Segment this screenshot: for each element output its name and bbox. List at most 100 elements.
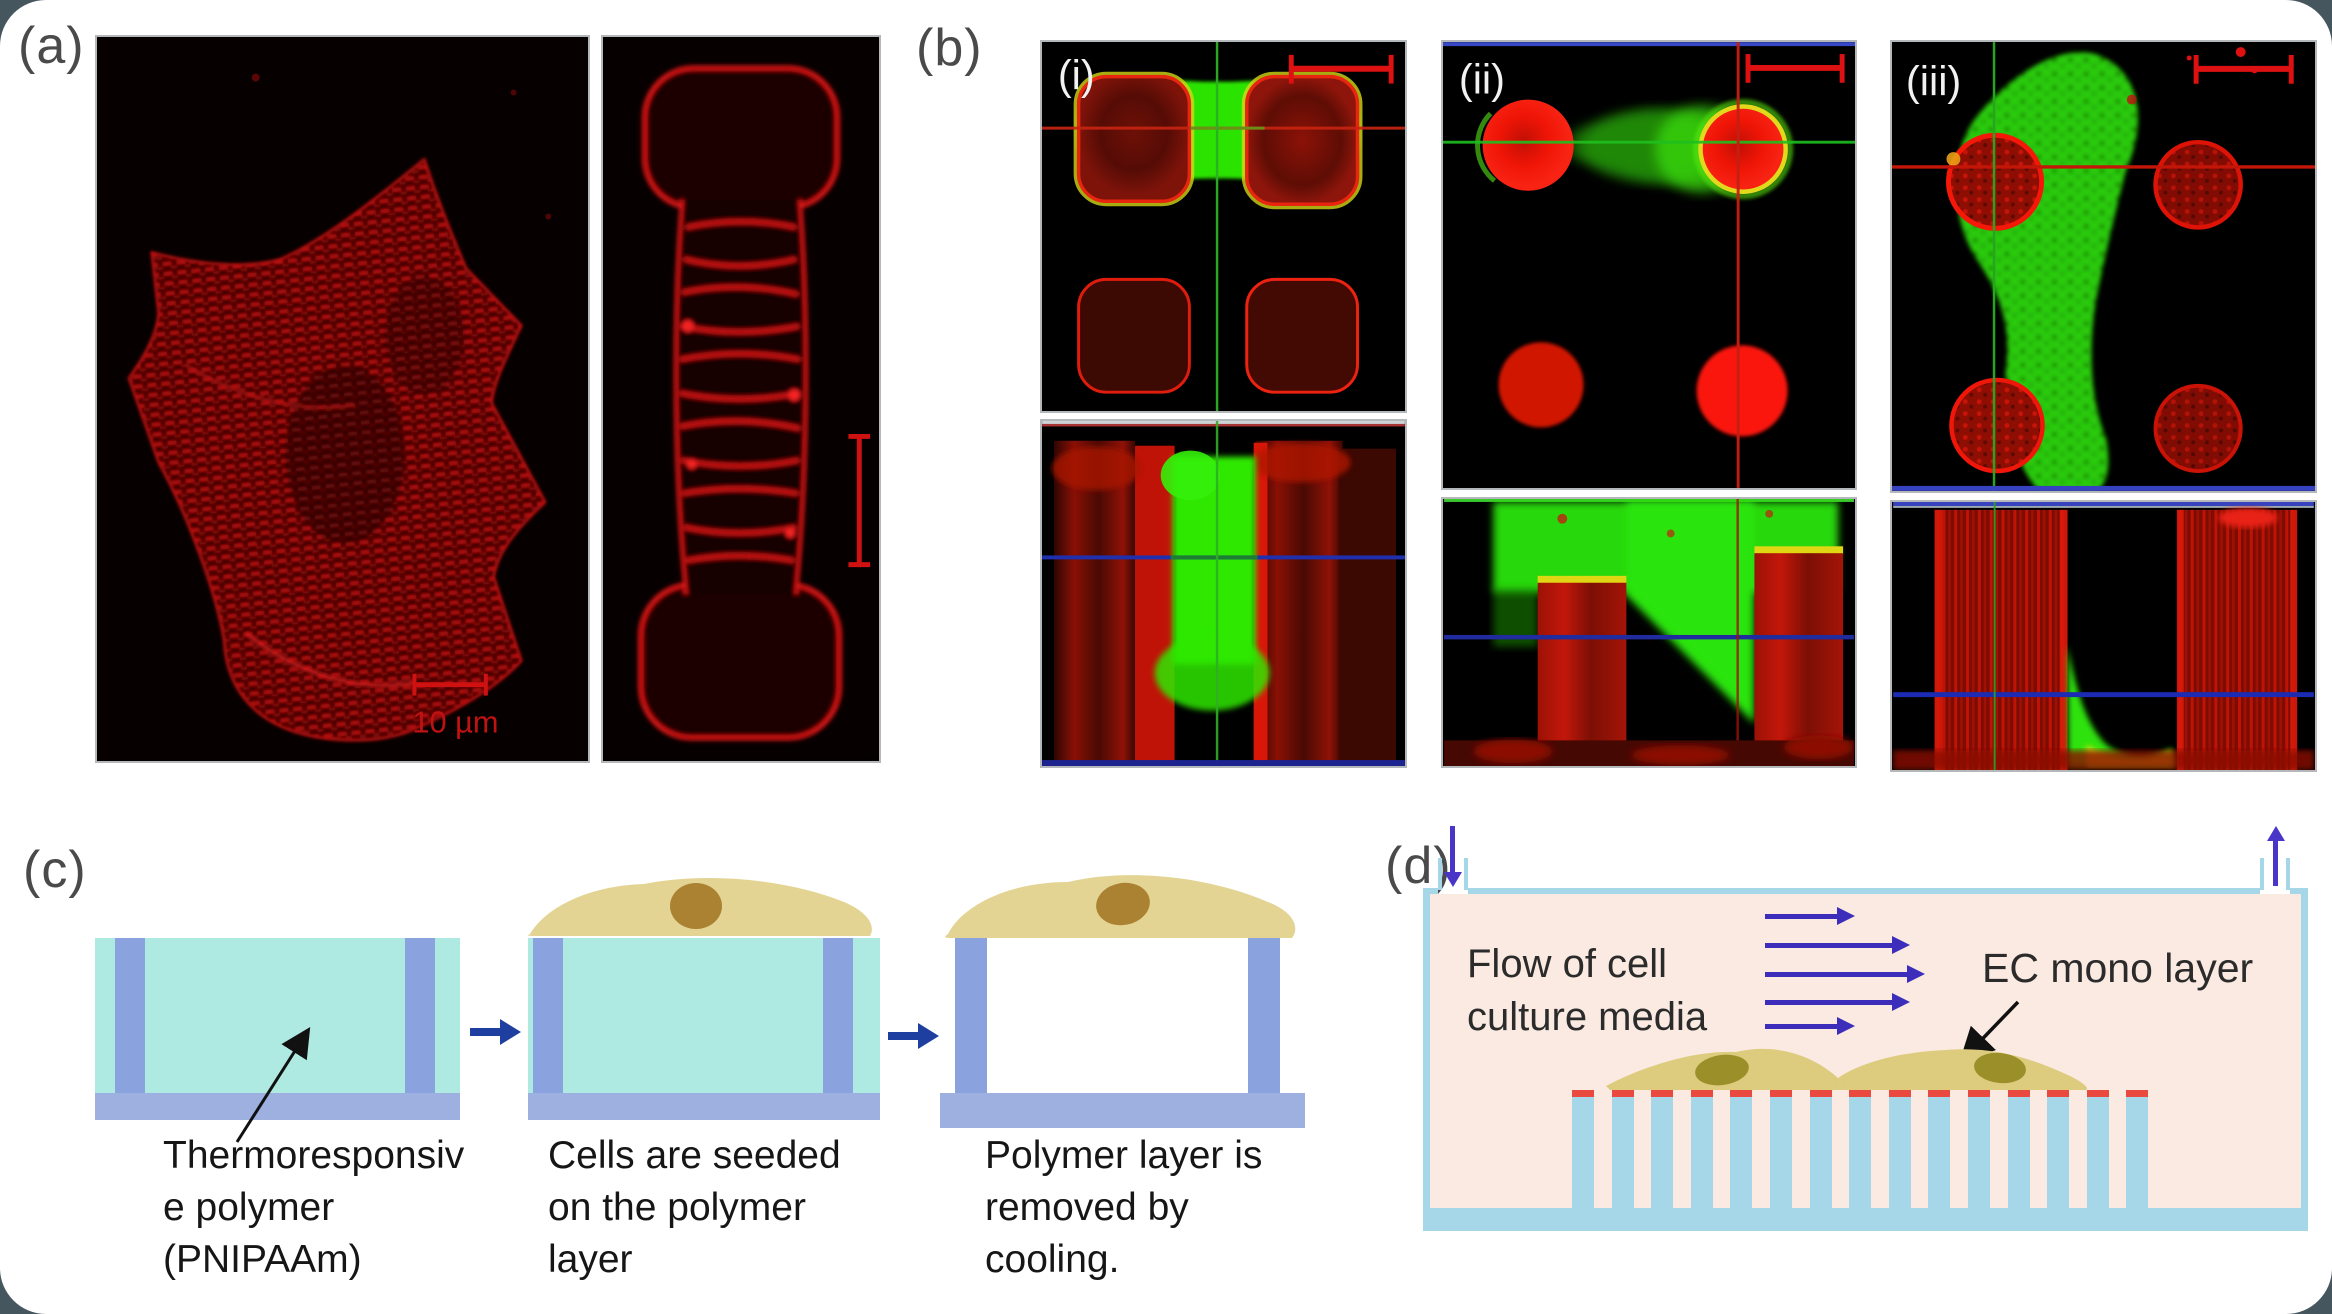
micropillar (1690, 1097, 1713, 1208)
caption-line: Cells are seeded (548, 1134, 841, 1177)
polymer-layer (528, 938, 880, 1093)
pillar-cap-yellow-left (1537, 575, 1627, 585)
pillar-section-4 (1338, 448, 1396, 766)
micropillar-cap-icon (1968, 1090, 1990, 1097)
micropillar-top-right (2153, 139, 2243, 230)
caption-line: (PNIPAAm) (163, 1238, 362, 1281)
confocal-iii-topview-image: (iii) (1892, 42, 2315, 491)
flow-label: Flow of cell culture media (1467, 938, 1707, 1044)
caption-line: e polymer (163, 1186, 335, 1229)
flow-label-line: Flow of cell (1467, 942, 1668, 986)
caption-line: Thermoresponsiv (163, 1134, 465, 1177)
crosshair-blue-line (1893, 692, 2314, 698)
pillar-section-1 (1053, 440, 1136, 766)
micropillar-cap-icon (1690, 1090, 1713, 1097)
chamber-wall-right (2301, 888, 2308, 1231)
micropillar (2126, 1097, 2149, 1208)
scale-bar (2193, 55, 2294, 84)
micropillar-cap-icon (1849, 1090, 1872, 1097)
flow-label-line: culture media (1467, 995, 1708, 1039)
step3-caption: Polymer layer is removed by cooling. (985, 1130, 1262, 1286)
micropillar-bottom-right (1245, 277, 1360, 394)
cell-body-shape (127, 157, 547, 742)
inlet-port-wall (1464, 858, 1468, 890)
panel-a-label: (a) (18, 17, 85, 75)
outlet-port-wall (2286, 858, 2290, 890)
confocal-iii-crosssection (1890, 500, 2317, 772)
confocal-i-crosssection-image (1042, 421, 1405, 766)
polymer-annotation-arrow (235, 1026, 311, 1143)
polymer-layer (95, 938, 460, 1093)
subpanel-iii-label: (iii) (1906, 58, 1961, 105)
micropillar-baseplate (1423, 1208, 2308, 1231)
inlet-port-wall (1438, 858, 1442, 890)
micropillar-cap-icon (2086, 1090, 2109, 1097)
micropillar (1572, 1097, 1594, 1208)
micropillar (1849, 1097, 1872, 1208)
micropillar-cap-icon (1730, 1090, 1753, 1097)
chamber-wall-top (1468, 888, 2260, 894)
outlet-port-wall (2260, 858, 2264, 890)
schematic-step3-removed (940, 938, 1305, 1128)
micropillar-top-left (1076, 74, 1192, 204)
chamber-wall-left (1423, 888, 1430, 1231)
cell-nucleus (670, 883, 722, 929)
schematic-step1-scaffold (95, 938, 460, 1120)
pillar-section-left (1537, 582, 1627, 766)
cell-nucleus (1096, 882, 1150, 926)
chamber-wall-top (2290, 888, 2308, 894)
micropillar-top-right (1698, 104, 1788, 194)
confocal-ii-topview-image: (ii) (1443, 42, 1855, 488)
flow-arrow-icon (1765, 936, 1910, 954)
pillar-section-2 (1135, 445, 1175, 766)
crosshair-blue-line (1444, 634, 1854, 640)
scale-bar (1288, 54, 1394, 84)
pillar-section-3 (1255, 440, 1343, 766)
micrograph-cardiomyocyte-dumbbell (601, 35, 881, 763)
step1-caption: Thermoresponsiv e polymer (PNIPAAm) (163, 1130, 464, 1286)
flow-arrow-icon (1765, 993, 1910, 1011)
caption-line: cooling. (985, 1238, 1120, 1281)
micrograph-cardiomyocyte-flat: 10 µm (95, 35, 590, 763)
micropillar-cap-icon (2007, 1090, 2030, 1097)
scale-bar-label: 10 µm (412, 704, 498, 739)
caption-line: on the polymer (548, 1186, 806, 1229)
panel-c-label: (c) (23, 841, 87, 899)
dumbbell-cell-shape (637, 65, 843, 741)
pillar-section-right (1754, 553, 1844, 766)
flow-arrow-icon (1765, 1017, 1855, 1035)
micropillar-top-left (1482, 99, 1574, 191)
micropillar (2047, 1097, 2070, 1208)
scaffold-pillar (823, 938, 853, 1093)
schematic-step2-seeded (528, 938, 880, 1120)
ec-cell-nucleus (1974, 1052, 2026, 1084)
scaffold-base (528, 1093, 880, 1120)
micropillar-cap-icon (1809, 1090, 1832, 1097)
micropillar (1730, 1097, 1753, 1208)
cell-on-pillars (945, 875, 1296, 938)
micropillar-bottom-left (1077, 277, 1191, 394)
micropillar-cap-icon (1651, 1090, 1674, 1097)
flow-arrow-icon (1765, 965, 1925, 983)
micropillar (2086, 1097, 2109, 1208)
caption-line: Polymer layer is (985, 1134, 1263, 1177)
ec-monolayer-label: EC mono layer (1982, 945, 2254, 991)
scaffold-base (940, 1093, 1305, 1128)
micropillar-cap-icon (2047, 1090, 2070, 1097)
micropillar (1888, 1097, 1911, 1208)
micropillar (1611, 1097, 1634, 1208)
confocal-i-topview: (i) (1040, 40, 1407, 413)
scaffold-pillar (1248, 938, 1280, 1093)
micropillar (1928, 1097, 1951, 1208)
cell-between-pillars-green (1154, 450, 1270, 711)
confocal-iii-topview: (iii) (1890, 40, 2317, 493)
cardiomyocyte-dumbbell-image (603, 40, 879, 758)
step-arrow-icon (470, 1019, 521, 1045)
flow-arrow-icon (1765, 907, 1855, 925)
ec-cell-body (1838, 1049, 2088, 1090)
micropillar-cap-icon (1611, 1090, 1634, 1097)
micropillar-cap-icon (1770, 1090, 1792, 1097)
scaffold-pillar (533, 938, 563, 1093)
chamber-wall-top (1423, 888, 1438, 894)
step-arrow-icon (888, 1023, 939, 1049)
